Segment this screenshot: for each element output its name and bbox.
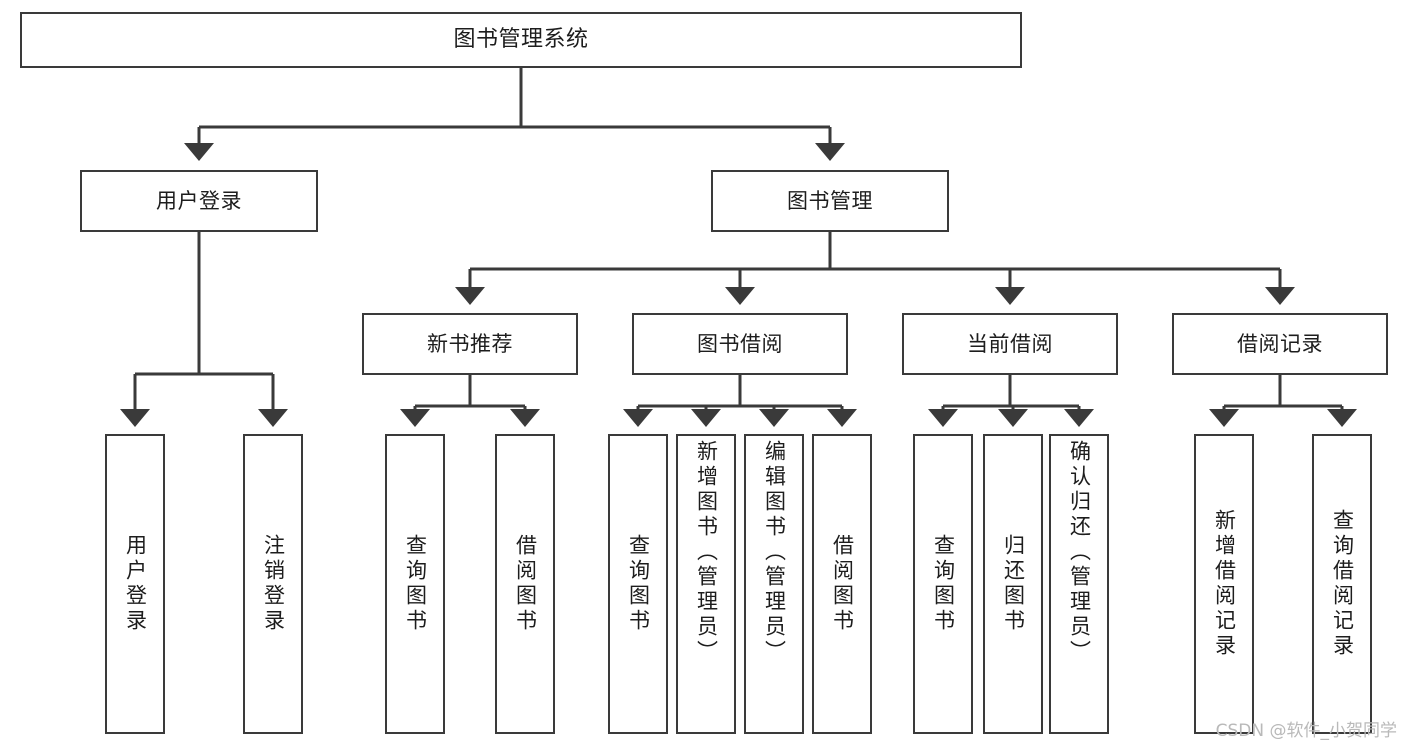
node-label: 注销登录 <box>261 534 286 634</box>
leaf-query-book-borrow[interactable]: 查询图书 <box>608 434 668 734</box>
leaf-query-borrow-record[interactable]: 查询借阅记录 <box>1312 434 1372 734</box>
node-label: 查询借阅记录 <box>1330 509 1355 659</box>
leaf-confirm-return-admin[interactable]: 确认归还（管理员） <box>1049 434 1109 734</box>
node-label: 确认归还（管理员） <box>1067 440 1092 665</box>
node-current-borrow[interactable]: 当前借阅 <box>902 313 1118 375</box>
node-label: 新增借阅记录 <box>1212 509 1237 659</box>
node-label: 新增图书（管理员） <box>694 440 719 665</box>
watermark: CSDN @软件_小贺同学 <box>1215 721 1397 741</box>
node-label: 编辑图书（管理员） <box>762 440 787 665</box>
leaf-add-borrow-record[interactable]: 新增借阅记录 <box>1194 434 1254 734</box>
leaf-edit-book-admin[interactable]: 编辑图书（管理员） <box>744 434 804 734</box>
node-label: 查询图书 <box>626 534 651 634</box>
leaf-borrow-book[interactable]: 借阅图书 <box>812 434 872 734</box>
leaf-user-login[interactable]: 用户登录 <box>105 434 165 734</box>
node-label: 新书推荐 <box>427 331 513 356</box>
node-label: 用户登录 <box>156 188 242 213</box>
node-user-login[interactable]: 用户登录 <box>80 170 318 232</box>
node-label: 查询图书 <box>931 534 956 634</box>
node-label: 查询图书 <box>403 534 428 634</box>
node-label: 归还图书 <box>1001 534 1026 634</box>
node-label: 借阅图书 <box>830 534 855 634</box>
node-label: 图书借阅 <box>697 331 783 356</box>
node-book-management[interactable]: 图书管理 <box>711 170 949 232</box>
node-label: 用户登录 <box>123 534 148 634</box>
leaf-query-book-new[interactable]: 查询图书 <box>385 434 445 734</box>
leaf-query-book-current[interactable]: 查询图书 <box>913 434 973 734</box>
node-label: 当前借阅 <box>967 331 1053 356</box>
node-root-system[interactable]: 图书管理系统 <box>20 12 1022 68</box>
node-new-book-recommend[interactable]: 新书推荐 <box>362 313 578 375</box>
leaf-borrow-book-new[interactable]: 借阅图书 <box>495 434 555 734</box>
node-label: 图书管理系统 <box>453 27 589 53</box>
node-borrow-record[interactable]: 借阅记录 <box>1172 313 1388 375</box>
node-book-borrow[interactable]: 图书借阅 <box>632 313 848 375</box>
node-label: 借阅记录 <box>1237 331 1323 356</box>
leaf-return-book[interactable]: 归还图书 <box>983 434 1043 734</box>
leaf-add-book-admin[interactable]: 新增图书（管理员） <box>676 434 736 734</box>
leaf-logout[interactable]: 注销登录 <box>243 434 303 734</box>
node-label: 借阅图书 <box>513 534 538 634</box>
node-label: 图书管理 <box>787 188 873 213</box>
